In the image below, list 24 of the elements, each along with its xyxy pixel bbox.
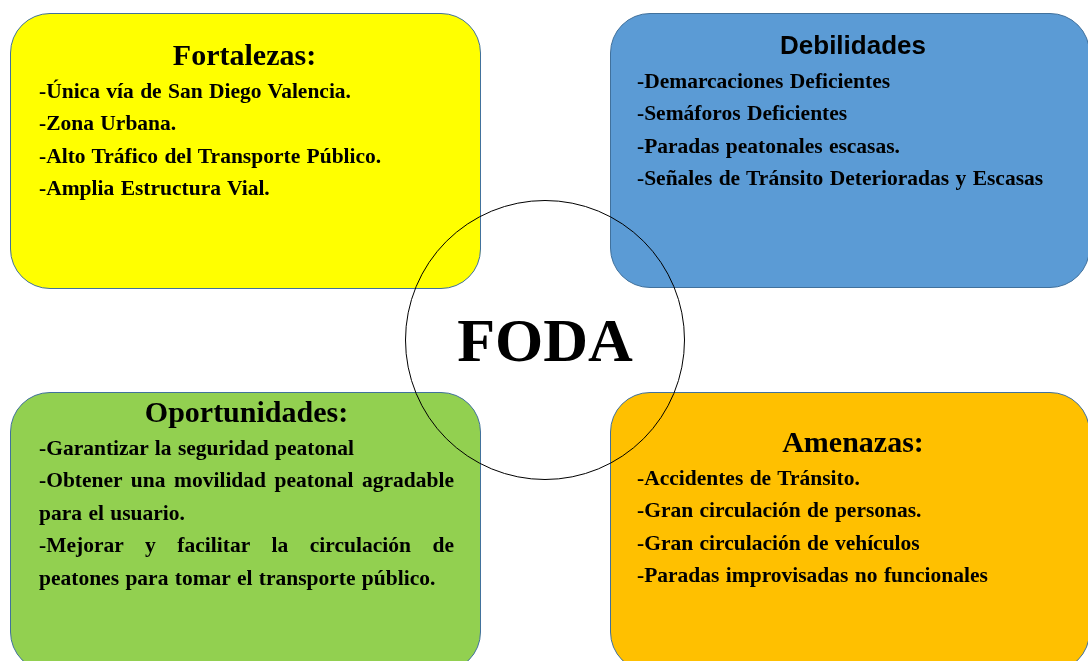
- center-title: FODA: [457, 304, 633, 376]
- bullet-item: -Garantizar la seguridad peatonal: [39, 434, 355, 462]
- bullet-item: -Accidentes de Tránsito.: [637, 464, 861, 492]
- bullet-item: -Amplia Estructura Vial.: [39, 175, 271, 202]
- bullet-item: -Alto Tráfico del Transporte Público.: [39, 142, 383, 170]
- quadrant-heading: Fortalezas:: [171, 38, 318, 73]
- bullet-item: -Gran circulación de vehículos: [637, 529, 921, 557]
- bullet-item: -Obtener una movilidad peatonal agradable para el usuario.: [39, 467, 454, 527]
- bullet-item: -Paradas improvisadas no funcionales: [637, 562, 989, 589]
- bullet-item: -Demarcaciones Deficientes: [637, 67, 892, 95]
- quadrant-heading: Amenazas:: [781, 425, 925, 460]
- bullet-item: -Paradas peatonales escasas.: [637, 132, 901, 160]
- bullet-item: -Única vía de San Diego Valencia.: [39, 77, 352, 105]
- quadrant-box: [610, 392, 1088, 661]
- bullet-item: -Señales de Tránsito Deterioradas y Escasas: [637, 165, 1045, 193]
- bullet-item: -Semáforos Deficientes: [637, 100, 849, 128]
- bullet-item: -Mejorar y facilitar la circulación de peatones para tomar el transporte público.: [39, 532, 454, 592]
- quadrant-heading: Oportunidades:: [143, 395, 350, 430]
- quadrant-box: [10, 13, 481, 289]
- bullet-item: -Gran circulación de personas.: [637, 497, 923, 524]
- quadrant-box: [610, 13, 1088, 288]
- quadrant-box: [10, 392, 481, 661]
- bullet-item: -Zona Urbana.: [39, 110, 178, 137]
- quadrant-heading: Debilidades: [779, 31, 927, 61]
